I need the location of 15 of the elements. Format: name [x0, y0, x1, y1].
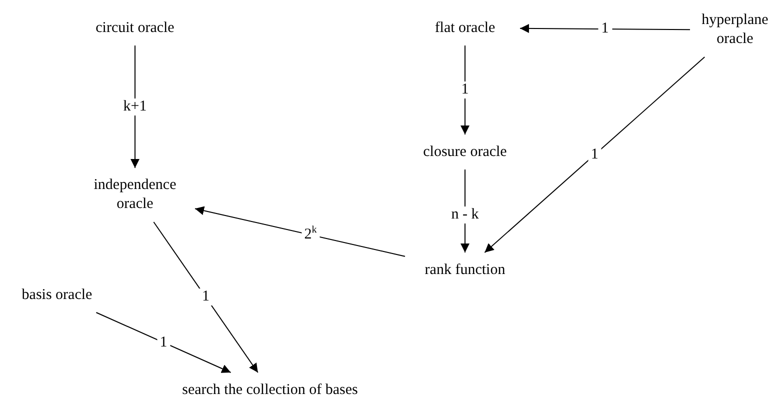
- node-label: flat oracle: [410, 10, 520, 46]
- arrow: [194, 206, 406, 257]
- node-label: independence oracle: [75, 168, 195, 222]
- arrow: [96, 312, 232, 373]
- node-label: circuit oracle: [65, 10, 205, 46]
- node-label: closure oracle: [405, 134, 525, 170]
- edge-label: 1: [588, 146, 602, 164]
- node-label: basis oracle: [7, 278, 107, 312]
- arrow: [484, 56, 706, 253]
- node-label: rank function: [405, 252, 525, 288]
- node-label: search the collection of bases: [150, 372, 390, 406]
- node-label: hyperplane oracle: [690, 3, 780, 57]
- arrow: [520, 24, 690, 33]
- arrow: [153, 222, 258, 373]
- edge-label: 1: [199, 288, 213, 306]
